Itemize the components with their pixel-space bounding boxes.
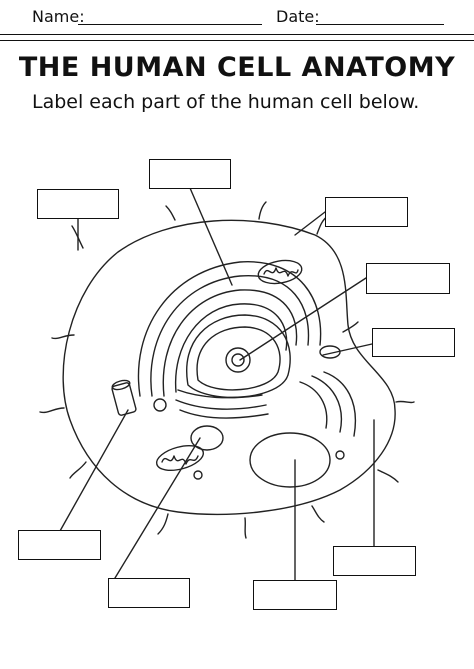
page-title: THE HUMAN CELL ANATOMY: [18, 52, 456, 83]
name-label: Name:: [32, 7, 85, 26]
golgi-apparatus: [177, 389, 263, 399]
centriole: [111, 382, 137, 416]
date-field[interactable]: [316, 24, 444, 25]
instructions-text: Label each part of the human cell below.: [32, 91, 420, 113]
mitochondrion: [257, 259, 303, 285]
header-rule-bottom: [0, 40, 474, 41]
label-box-9[interactable]: [253, 580, 337, 610]
header-rule-top: [0, 34, 474, 35]
name-field[interactable]: [78, 24, 262, 25]
cell-membrane: [62, 219, 396, 516]
date-label: Date:: [276, 7, 320, 26]
label-box-5[interactable]: [372, 328, 455, 357]
nucleolus: [225, 347, 251, 373]
label-box-3[interactable]: [325, 197, 408, 227]
label-box-8[interactable]: [108, 578, 190, 608]
label-box-4[interactable]: [366, 263, 450, 294]
label-box-7[interactable]: [333, 546, 416, 576]
worksheet-header: Name: Date:: [0, 0, 474, 40]
vacuole: [249, 432, 331, 488]
endoplasmic-reticulum: [137, 261, 322, 397]
label-box-2[interactable]: [149, 159, 231, 189]
label-box-6[interactable]: [18, 530, 101, 560]
label-box-1[interactable]: [37, 189, 119, 219]
